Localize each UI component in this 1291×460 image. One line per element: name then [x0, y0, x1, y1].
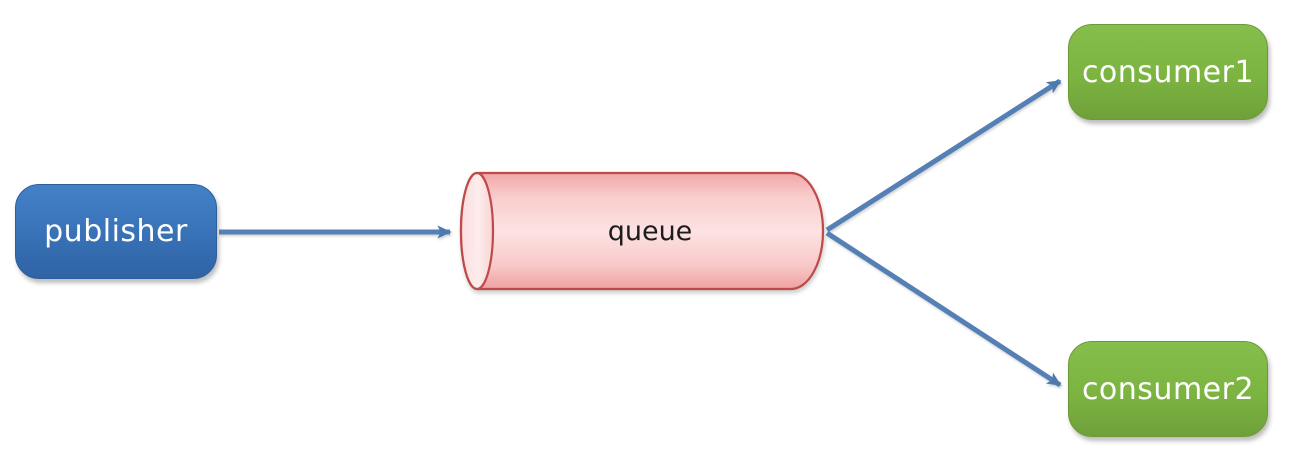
node-queue: queue [500, 173, 800, 289]
consumer2-label: consumer2 [1081, 371, 1255, 407]
node-consumer1: consumer1 [1068, 24, 1268, 120]
consumer1-label: consumer1 [1081, 54, 1255, 90]
queue-cylinder-shape [459, 171, 825, 291]
publisher-label: publisher [44, 214, 188, 249]
edge-queue-to-consumer1 [825, 78, 1062, 233]
edge-queue-to-consumer2 [825, 230, 1062, 388]
queue-cylinder-cap [459, 171, 495, 291]
node-publisher: publisher [15, 184, 217, 279]
node-consumer2: consumer2 [1068, 341, 1268, 437]
queue-label: queue [607, 215, 693, 247]
